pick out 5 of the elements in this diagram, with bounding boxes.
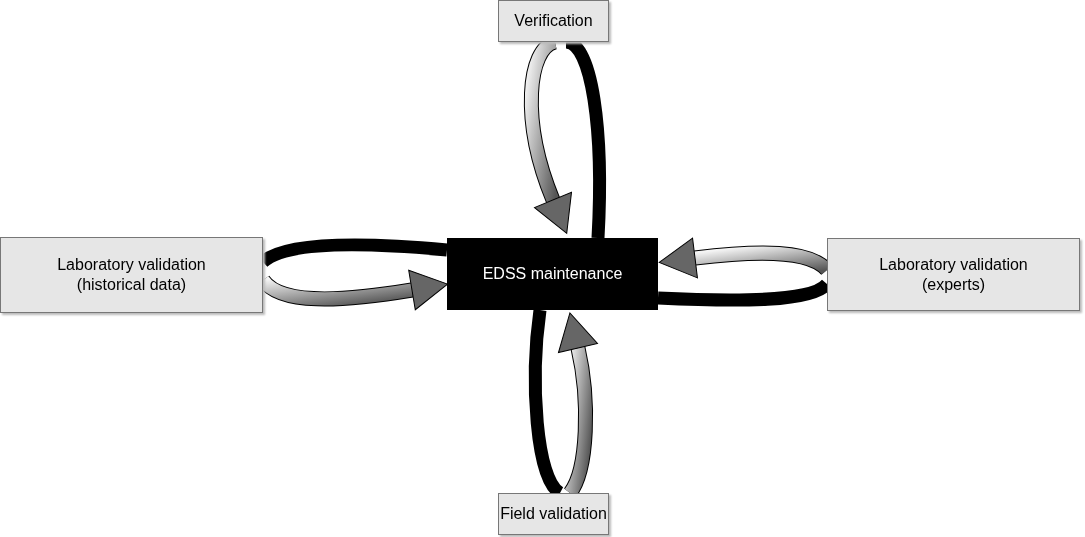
central-box: EDSS maintenance — [447, 238, 658, 310]
process-box: Verification — [498, 0, 609, 42]
process-box: Laboratory validation (historical data) — [0, 237, 263, 313]
process-box: Field validation — [498, 493, 609, 535]
process-box: Laboratory validation (experts) — [827, 238, 1080, 311]
